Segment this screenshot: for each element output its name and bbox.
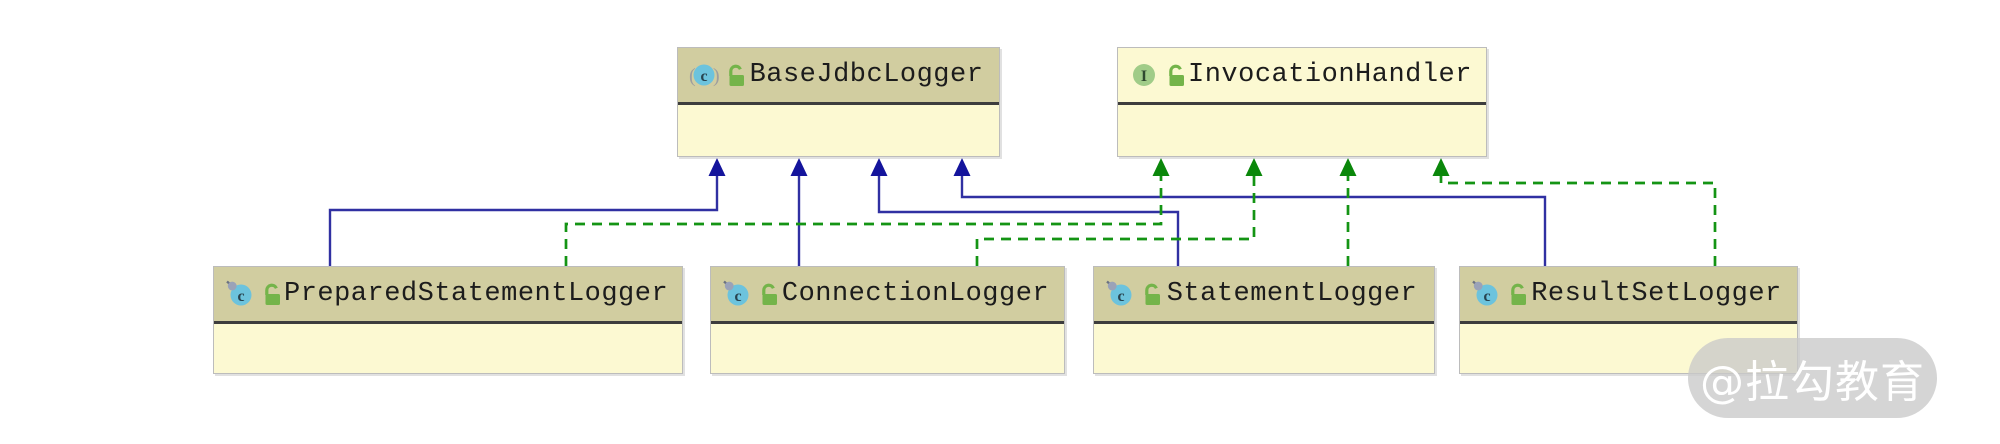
interface-icon: I [1133, 64, 1155, 86]
svg-text:I: I [1141, 68, 1147, 85]
node-attributes-section [214, 324, 682, 373]
node-header: c ConnectionLogger [711, 267, 1064, 324]
class-node-connection-logger[interactable]: c ConnectionLogger [710, 266, 1065, 374]
svg-text:c: c [1117, 288, 1124, 305]
node-icons: c [1104, 279, 1164, 309]
node-attributes-section [1118, 105, 1486, 156]
interface-node-invocation-handler[interactable]: I InvocationHandler [1117, 47, 1487, 157]
node-title: StatementLogger [1166, 279, 1418, 309]
node-title: BaseJdbcLogger [749, 60, 984, 90]
svg-text:c: c [1483, 288, 1490, 305]
watermark-text: @拉勾教育 [1700, 357, 1925, 408]
node-header: ( c ) BaseJdbcLogger [678, 48, 999, 105]
node-icons: c [721, 279, 781, 309]
arrowhead-implements-PreparedStatementLogger [1152, 158, 1170, 176]
public-unlock-icon [265, 283, 280, 305]
node-icons: ( c ) [688, 60, 748, 90]
edge-extends-PreparedStatementLogger-to-BaseJdbcLogger [328, 174, 719, 266]
node-header: c PreparedStatementLogger [214, 267, 682, 324]
class-node-base-jdbc-logger[interactable]: ( c ) BaseJdbcLogger [677, 47, 1000, 157]
node-title: ResultSetLogger [1531, 279, 1782, 309]
node-header: c StatementLogger [1094, 267, 1434, 324]
class-icon: c [723, 280, 749, 306]
node-icons: c [224, 279, 284, 309]
node-attributes-section [1094, 324, 1434, 373]
arrowhead-extends-StatementLogger [870, 158, 888, 176]
svg-text:): ) [713, 65, 720, 87]
public-unlock-icon [762, 283, 777, 305]
class-node-prepared-statement-logger[interactable]: c PreparedStatementLogger [213, 266, 683, 374]
node-attributes-section [711, 324, 1064, 373]
edge-implements-ResultSetLogger-to-InvocationHandler [1439, 174, 1717, 266]
node-title: ConnectionLogger [781, 279, 1050, 309]
public-unlock-icon [729, 64, 744, 86]
node-attributes-section [678, 105, 999, 156]
class-icon: c [1472, 280, 1498, 306]
arrowhead-extends-PreparedStatementLogger [708, 158, 726, 176]
node-header: c ResultSetLogger [1460, 267, 1797, 324]
svg-text:c: c [237, 288, 244, 305]
edge-implements-PreparedStatementLogger-to-InvocationHandler [564, 174, 1163, 266]
public-unlock-icon [1145, 283, 1160, 305]
node-title: InvocationHandler [1188, 60, 1472, 90]
svg-text:c: c [700, 68, 707, 85]
abstract-class-icon: ( c ) [689, 64, 720, 87]
arrowhead-extends-ConnectionLogger [790, 158, 808, 176]
arrowhead-implements-ResultSetLogger [1432, 158, 1450, 176]
class-icon: c [226, 280, 252, 306]
public-unlock-icon [1169, 64, 1184, 86]
arrowhead-extends-ResultSetLogger [953, 158, 971, 176]
edge-implements-ConnectionLogger-to-InvocationHandler [975, 174, 1256, 266]
node-header: I InvocationHandler [1118, 48, 1486, 105]
svg-text:(: ( [689, 65, 696, 87]
arrowhead-implements-ConnectionLogger [1245, 158, 1263, 176]
class-icon: c [1106, 280, 1132, 306]
watermark-badge: @拉勾教育 [1688, 338, 1937, 418]
edge-extends-StatementLogger-to-BaseJdbcLogger [877, 174, 1180, 266]
arrowhead-implements-StatementLogger [1339, 158, 1357, 176]
public-unlock-icon [1511, 283, 1526, 305]
node-title: PreparedStatementLogger [284, 279, 669, 309]
svg-text:c: c [734, 288, 741, 305]
node-icons: I [1128, 60, 1188, 90]
node-icons: c [1470, 279, 1530, 309]
class-node-statement-logger[interactable]: c StatementLogger [1093, 266, 1435, 374]
